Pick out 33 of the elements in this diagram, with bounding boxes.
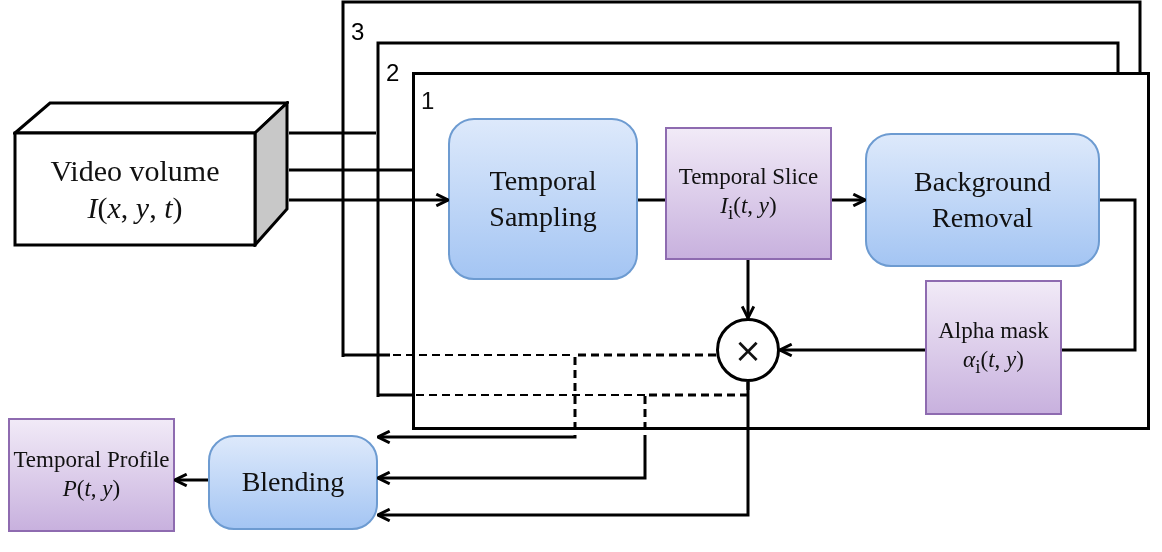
node-label: Temporal Sampling [488,163,598,234]
arrow [173,472,208,488]
node-label: Blending [241,465,345,500]
multiply-sign: × [733,333,763,367]
connector-line [638,198,665,202]
frame-number: 2 [386,61,400,85]
formula: I(x, y, t) [87,190,183,226]
arrow [778,342,925,358]
process-box [865,133,1100,267]
arrow [376,353,716,445]
node-label: Alpha mask [938,316,1049,345]
node-label: Video volume [50,152,220,189]
data-box [665,127,832,260]
arrow [376,382,750,486]
frame-panel [412,72,1150,430]
connector-line [1062,198,1137,352]
node-label: Background Removal [913,164,1052,235]
formula: P(t, y) [62,475,121,503]
formula: α$_{i}$(t, y) [963,345,1024,379]
multiply-circle [716,318,780,382]
process-box [208,435,378,530]
node-label: Temporal Slice [678,162,819,191]
frame-number: 1 [421,89,435,113]
arrow [289,192,450,208]
data-box [8,418,175,532]
data-box [925,280,1062,415]
frame-number: 3 [351,20,365,44]
formula: I$_{i}$(t, y) [720,191,777,225]
arrow [832,192,867,208]
connector-line [289,168,412,172]
arrow [740,260,756,320]
node-label: Temporal Profile [13,446,170,475]
process-box [448,118,638,280]
